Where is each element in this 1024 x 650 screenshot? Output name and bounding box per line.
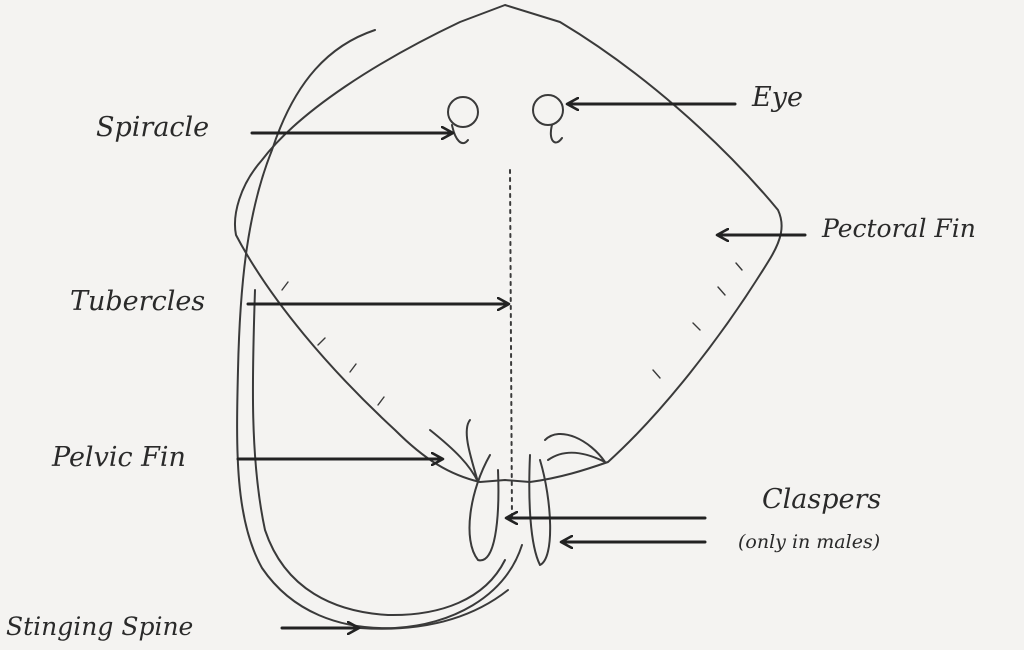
stinging-spine <box>359 589 509 630</box>
label-tubercles: Tubercles <box>70 286 206 317</box>
label-stinging-spine: Stinging Spine <box>6 612 194 641</box>
right-pelvic-fin <box>544 432 606 463</box>
tail-outline <box>236 29 523 630</box>
fin-ray-ticks <box>281 262 743 406</box>
label-eye: Eye <box>752 82 803 113</box>
tail-inner-line <box>251 289 506 617</box>
label-pelvic-fin: Pelvic Fin <box>52 442 186 473</box>
label-spiracle: Spiracle <box>96 112 210 143</box>
right-spiracle <box>549 124 563 144</box>
label-claspers-note: (only in males) <box>738 531 881 553</box>
right-eye <box>532 94 564 126</box>
right-clasper <box>528 454 552 566</box>
label-claspers: Claspers <box>762 484 882 515</box>
left-eye <box>447 96 479 128</box>
midline-tubercles <box>509 169 513 521</box>
left-clasper <box>468 454 500 562</box>
label-pectoral-fin: Pectoral Fin <box>822 214 976 243</box>
ray-disc <box>234 4 783 483</box>
